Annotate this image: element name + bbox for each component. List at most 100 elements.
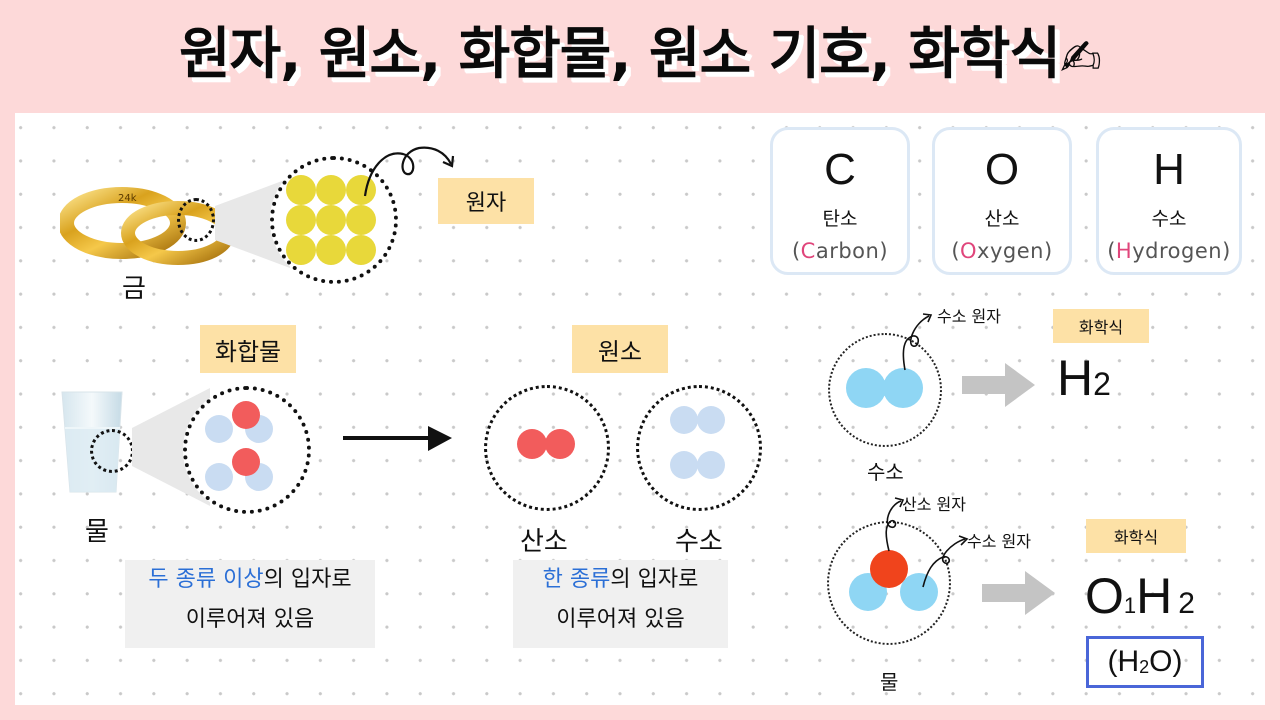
oxygen-atom [232,448,260,476]
oxygen-atom [232,401,260,429]
gold-atom [346,175,376,205]
compound-description-line1: 두 종류 이상의 입자로 [125,560,375,600]
highlight-text: 한 종류 [542,567,611,592]
hydrogen-atom [697,451,725,479]
right-arrow-icon [343,426,452,451]
element-card-hydrogen: H 수소 (Hydrogen) [1096,127,1242,275]
pointer-arrow-icon [922,535,969,588]
paren-close: ) [879,239,889,263]
water-molecule-label: 물 [880,670,899,694]
gold-atom [286,205,316,235]
element-symbol: H [1153,145,1185,194]
name-rest: arbon [815,239,880,263]
hydrogen-molecule-circle [828,333,942,447]
water-label: 물 [85,517,109,547]
oxygen-element-circle [484,385,610,511]
element-description-line1: 한 종류의 입자로 [513,560,728,600]
gold-atom [316,235,346,265]
formula-tag: 화학식 [1053,309,1149,343]
element-english-name: (Oxygen) [935,239,1069,263]
page-title: 원자, 원소, 화합물, 원소 기호, 화학식✍ [0,10,1280,100]
formula-subscript: 2 [1178,587,1195,620]
element-tag: 원소 [572,325,668,373]
writing-hand-icon: ✍ [1059,28,1102,87]
zoom-focus-circle [177,198,215,242]
hydrogen-atom [846,368,886,408]
paren-open: ( [791,239,801,263]
highlight-text: 두 종류 이상 [148,567,264,592]
formula-part: O) [1149,645,1183,678]
formula-symbol: H [1057,350,1094,406]
hydrogen-atom [670,451,698,479]
formula-subscript: 2 [1093,366,1111,402]
hydrogen-atom [697,406,725,434]
atom-tag-text: 원자 [465,191,507,216]
element-korean-name: 수소 [1151,208,1187,230]
curly-pointer-arrow-icon [363,146,455,197]
hydrogen-atom-pointer-label: 수소 원자 [937,307,1001,326]
formula-part: (H [1107,645,1140,678]
element-korean-name: 탄소 [822,208,858,230]
formula-symbol: H [1136,568,1173,624]
oxygen-atom [545,429,575,459]
description-text: 의 입자로 [610,567,699,592]
name-rest: ydrogen [1132,239,1223,263]
gold-atom [346,205,376,235]
name-rest: xygen [977,239,1044,263]
hydrogen-atom [205,415,233,443]
pointer-arrow-icon [902,313,933,371]
element-card-oxygen: O 산소 (Oxygen) [932,127,1072,275]
gray-arrow-icon [982,571,1055,615]
hydrogen-atom [900,573,938,611]
element-card-carbon: C 탄소 (Carbon) [770,127,910,275]
formula-subscript: 2 [1139,656,1150,677]
hydrogen-formula: H2 [1057,353,1111,409]
element-description: 한 종류의 입자로 이루어져 있음 [513,560,728,648]
hydrogen-atom [883,368,923,408]
paren-open: ( [951,239,961,263]
hydrogen-atom [205,463,233,491]
highlighted-initial: C [800,239,816,263]
highlighted-initial: O [960,239,978,263]
gold-atom [346,235,376,265]
element-korean-name: 산소 [984,208,1020,230]
hydrogen-molecule-label: 수소 [867,460,904,484]
element-description-line2: 이루어져 있음 [556,607,685,632]
oxygen-label: 산소 [520,527,568,557]
gold-atom-grid [286,175,382,267]
formula-tag-text: 화학식 [1078,318,1124,337]
diagram-panel: 24k 원자 금 화합물 [15,113,1265,705]
gold-atom [286,175,316,205]
formula-subscript: 1 [1123,593,1137,618]
compound-tag-text: 화합물 [214,337,282,366]
hydrogen-atom-pointer-label: 수소 원자 [967,532,1031,551]
oxygen-atom-pointer-label: 산소 원자 [902,495,966,514]
element-english-name: (Carbon) [773,239,907,263]
compound-tag: 화합물 [200,325,296,373]
formula-tag-text: 화학식 [1113,528,1159,547]
gold-atom [316,205,346,235]
paren-close: ) [1222,239,1231,263]
hydrogen-element-circle [636,385,762,511]
oxygen-atom [517,429,547,459]
gold-atom [316,175,346,205]
element-symbol: C [824,145,856,194]
compound-description-line2: 이루어져 있음 [185,607,315,632]
highlighted-initial: H [1115,239,1133,263]
formula-tag: 화학식 [1086,519,1186,553]
paren-close: ) [1043,239,1053,263]
paren-open: ( [1107,239,1116,263]
gold-atom [286,235,316,265]
atom-tag: 원자 [438,178,534,224]
hydrogen-atom [670,406,698,434]
magnify-cone [215,178,290,268]
gold-label: 금 [122,274,146,304]
element-tag-text: 원소 [597,337,643,366]
svg-text:24k: 24k [118,193,137,204]
pointer-arrow-icon [885,497,905,552]
element-english-name: (Hydrogen) [1099,239,1239,263]
description-text: 의 입자로 [263,567,352,592]
gray-arrow-icon [962,363,1035,407]
